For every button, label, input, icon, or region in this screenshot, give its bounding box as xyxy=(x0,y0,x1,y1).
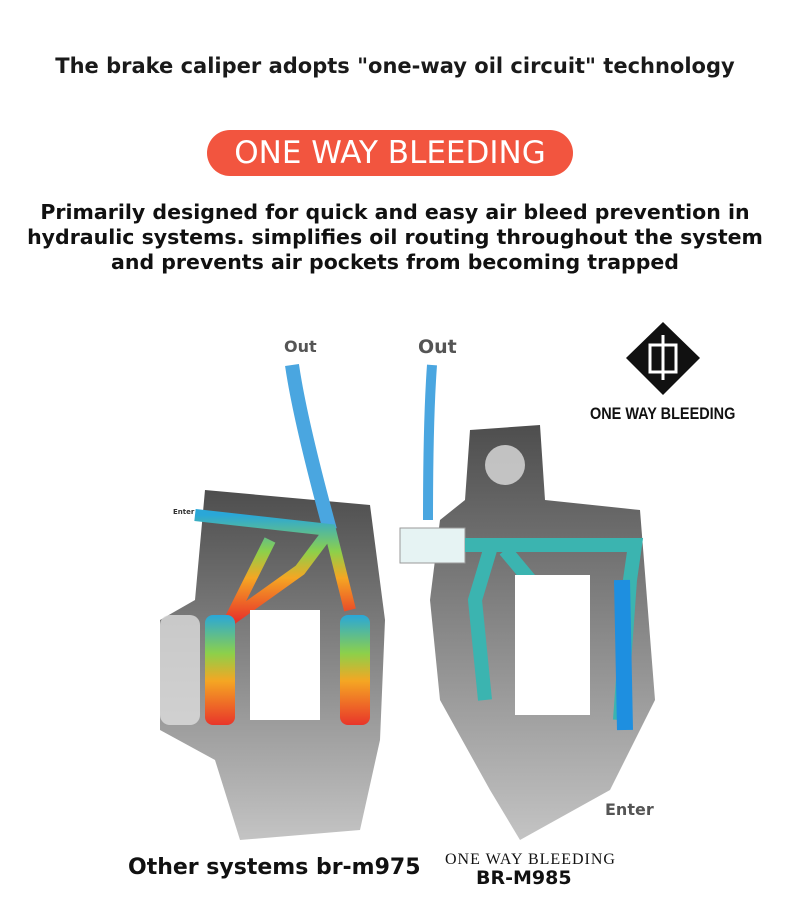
right-enter-label: Enter xyxy=(605,800,654,819)
left-enter-label: Enter xyxy=(173,508,195,516)
right-caliper-icon xyxy=(399,364,655,840)
one-way-bleeding-badge: ONE WAY BLEEDING xyxy=(207,130,573,176)
logo-text: ONE WAY BLEEDING xyxy=(590,404,736,423)
right-out-label: Out xyxy=(418,336,457,358)
right-caption-line1: ONE WAY BLEEDING xyxy=(445,851,616,868)
left-caption: Other systems br-m975 xyxy=(128,855,421,880)
headline: The brake caliper adopts "one-way oil ci… xyxy=(55,54,735,78)
left-caliper-icon xyxy=(160,363,385,840)
left-out-label: Out xyxy=(284,337,317,356)
one-way-bleeding-logo-icon xyxy=(626,322,700,395)
right-caption-model: BR-M985 xyxy=(476,867,572,889)
description: Primarily designed for quick and easy ai… xyxy=(27,200,763,274)
